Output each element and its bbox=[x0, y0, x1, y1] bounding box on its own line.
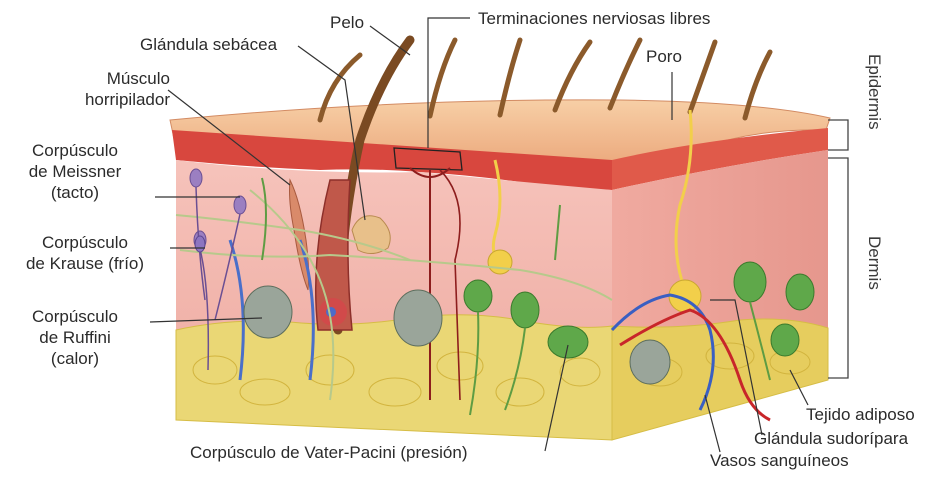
label-epidermis: Epidermis bbox=[864, 54, 884, 130]
label-poro: Poro bbox=[646, 46, 682, 67]
krause-corpuscle bbox=[195, 236, 205, 252]
label-glandula-sebacea: Glándula sebácea bbox=[140, 34, 277, 55]
label-dermis: Dermis bbox=[864, 236, 884, 290]
label-terminaciones: Terminaciones nerviosas libres bbox=[478, 8, 710, 29]
label-ruffini: Corpúsculo de Ruffini (calor) bbox=[0, 306, 150, 369]
layer-brackets bbox=[828, 120, 848, 378]
label-vater-pacini: Corpúsculo de Vater-Pacini (presión) bbox=[190, 442, 467, 463]
label-musculo: Músculo horripilador bbox=[40, 68, 170, 110]
label-glandula-sudoripara: Glándula sudorípara bbox=[754, 428, 908, 449]
label-krause: Corpúsculo de Krause (frío) bbox=[0, 232, 170, 274]
label-meissner: Corpúsculo de Meissner (tacto) bbox=[0, 140, 150, 203]
label-vasos: Vasos sanguíneos bbox=[710, 450, 849, 471]
label-tejido-adiposo: Tejido adiposo bbox=[806, 404, 915, 425]
label-pelo: Pelo bbox=[330, 12, 364, 33]
